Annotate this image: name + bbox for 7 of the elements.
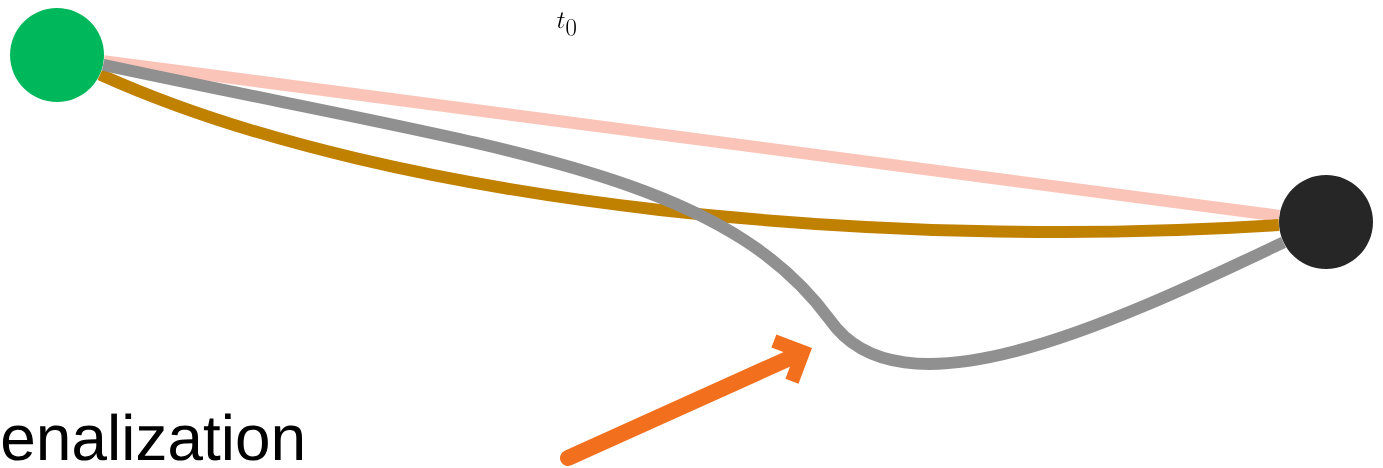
curve [103, 55, 1280, 222]
curve [97, 68, 1280, 238]
curve [101, 59, 1286, 370]
dot [1279, 175, 1373, 269]
time-label: $t_0$ [557, 12, 576, 36]
heading-text: enalization [2, 413, 302, 461]
dot [10, 8, 104, 102]
